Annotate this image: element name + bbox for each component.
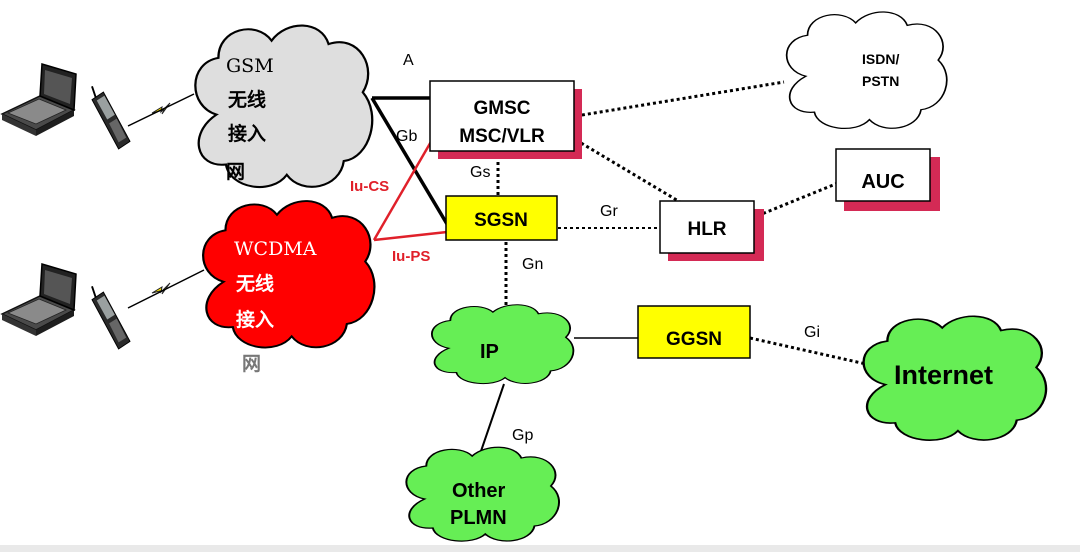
other-plmn-cloud: Other PLMN [406, 447, 559, 541]
link-hlr-auc [751, 181, 839, 220]
link-gsm-sgsn [370, 97, 449, 225]
isdn-pstn-cloud: ISDN/ PSTN [787, 12, 947, 128]
interface-gb-label: Gb [396, 128, 417, 145]
wcdma-cloud-name: WCDMA [234, 238, 317, 260]
hlr-label: HLR [687, 219, 726, 240]
wcdma-cloud-line2: 接入 [236, 309, 274, 331]
gsm-cloud-line1: 无线 [228, 88, 266, 111]
gsm-cloud: GSM 无线 接入 网 [195, 26, 372, 187]
gsm-cloud-line2: 接入 [228, 123, 266, 145]
link-gmsc-hlr [575, 138, 681, 204]
interface-iu-cs-label: Iu-CS [350, 178, 389, 195]
mobile-phone-icon [91, 85, 131, 150]
interface-gi-label: Gi [804, 324, 820, 341]
link-wcdma-sgsn [373, 230, 448, 242]
interface-gp-label: Gp [512, 427, 533, 444]
wcdma-terminals [1, 263, 205, 350]
laptop-icon [1, 263, 77, 337]
wcdma-cloud-line1: 无线 [236, 272, 274, 295]
other-plmn-line1: Other [452, 480, 506, 502]
ggsn-label: GGSN [666, 329, 722, 350]
auc-label: AUC [861, 171, 904, 193]
isdn-label-line2: PSTN [862, 73, 899, 89]
gmsc-label: GMSC [474, 98, 531, 119]
interface-labels: A Gb Gs Iu-CS Iu-PS Gr Gn Gi Gp [350, 52, 820, 444]
wcdma-cloud-line3: 网 [242, 353, 261, 375]
bottom-scroll-strip [0, 545, 1080, 552]
link-gmsc-isdn [575, 80, 785, 118]
internet-label: Internet [894, 360, 993, 390]
laptop-icon [1, 63, 77, 137]
auc-box: AUC [835, 148, 940, 211]
ip-label: IP [480, 341, 499, 363]
msc-vlr-label: MSC/VLR [459, 126, 545, 147]
other-plmn-line2: PLMN [450, 507, 507, 529]
interface-iu-ps-label: Iu-PS [392, 248, 430, 265]
interface-a-label: A [403, 52, 414, 69]
interface-gn-label: Gn [522, 256, 543, 273]
internet-cloud: Internet [864, 316, 1046, 440]
link-ip-otherplmn [479, 383, 505, 455]
isdn-label-line1: ISDN/ [862, 51, 899, 67]
radio-link-gsm [127, 93, 195, 127]
link-wcdma-gmsc [372, 139, 434, 241]
ip-cloud: IP [432, 305, 574, 384]
interface-gr-label: Gr [600, 203, 618, 220]
radio-link-wcdma [127, 269, 205, 309]
gsm-terminals [1, 63, 195, 150]
gmsc-msc-vlr-box: GMSC MSC/VLR [429, 80, 582, 159]
wcdma-cloud: WCDMA 无线 接入 网 [203, 201, 374, 375]
gsm-cloud-name: GSM [226, 55, 274, 77]
sgsn-box: SGSN [445, 195, 558, 241]
mobile-phone-icon [91, 285, 131, 350]
hlr-box: HLR [659, 200, 764, 261]
ggsn-box: GGSN [637, 305, 751, 359]
interface-gs-label: Gs [470, 164, 490, 181]
gsm-cloud-line3: 网 [226, 161, 245, 183]
sgsn-label: SGSN [474, 210, 528, 231]
link-ggsn-internet [749, 336, 867, 366]
